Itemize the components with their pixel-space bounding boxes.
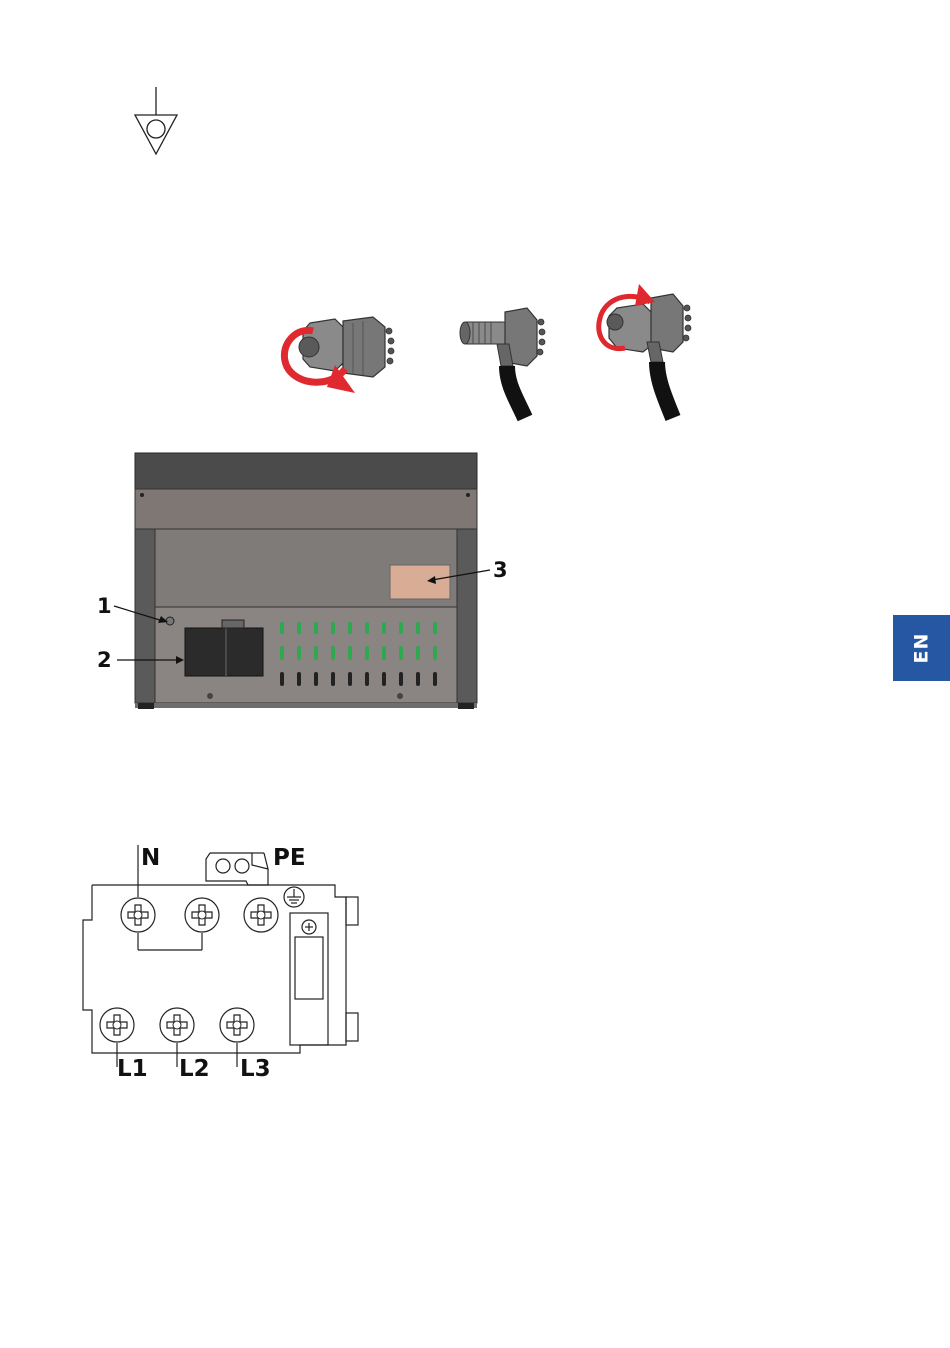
callout-1: 1 <box>97 594 112 618</box>
terminal-screw-icon <box>100 1008 134 1042</box>
terminal-label-pe: PE <box>273 845 306 871</box>
terminal-block-diagram <box>80 845 360 1060</box>
terminal-screw-icon <box>160 1008 194 1042</box>
terminal-label-l2: L2 <box>179 1056 210 1082</box>
terminal-screw-icon <box>220 1008 254 1042</box>
terminal-screw-icon <box>244 898 278 932</box>
protective-earth-icon <box>284 887 304 907</box>
terminal-screw-icon <box>185 898 219 932</box>
terminal-screw-icon <box>121 898 155 932</box>
callout-2: 2 <box>97 648 112 672</box>
language-tab-label: EN <box>910 633 932 664</box>
callout-3: 3 <box>493 558 508 582</box>
terminal-label-n: N <box>141 845 160 871</box>
terminal-label-l3: L3 <box>240 1056 271 1082</box>
language-tab: EN <box>893 615 950 681</box>
terminal-label-l1: L1 <box>117 1056 148 1082</box>
